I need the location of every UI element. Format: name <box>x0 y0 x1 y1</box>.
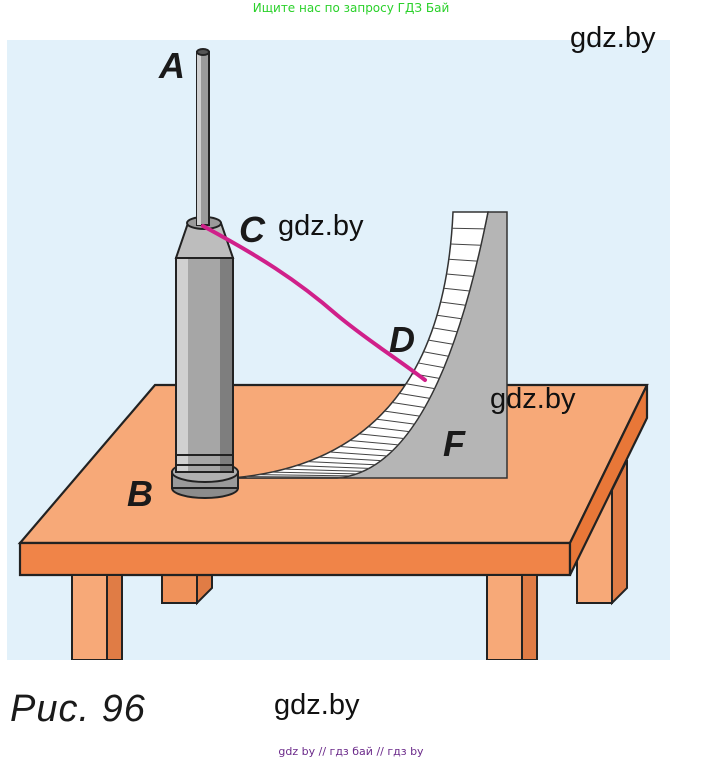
scale-tick <box>319 456 382 462</box>
string-cd <box>201 224 427 382</box>
scale-tick <box>423 351 449 357</box>
footer-links[interactable]: gdz by // гдз бай // гдз by <box>278 745 424 758</box>
label-f: F <box>443 423 466 464</box>
watermark-d: gdz.by <box>490 383 576 415</box>
scale-tick <box>271 471 357 475</box>
watermark-c: gdz.by <box>278 210 364 242</box>
scale-tick <box>436 314 462 320</box>
label-c: C <box>239 209 266 250</box>
scale-tick <box>399 392 430 399</box>
scale-tick <box>368 426 410 433</box>
scale-tick <box>418 362 445 369</box>
scale-tick <box>450 243 482 246</box>
scale-tick <box>349 439 399 446</box>
scale-board-f <box>231 211 508 479</box>
scale-tick <box>432 327 458 333</box>
scale-tick <box>284 468 363 472</box>
scale-tick <box>406 383 435 390</box>
scale-tick <box>308 461 376 466</box>
scale-tick <box>428 339 454 345</box>
scale-tick <box>443 287 470 292</box>
scale-tick <box>446 273 474 277</box>
illustration: A C D F B <box>7 40 670 660</box>
watermark-top: gdz.by <box>570 22 656 54</box>
label-b: B <box>127 473 153 514</box>
scale-tick <box>440 301 466 306</box>
table-back-legs <box>161 459 628 606</box>
label-d: D <box>389 319 415 360</box>
watermark-bottom: gdz.by <box>274 689 360 721</box>
scale-tick <box>448 258 478 262</box>
stand <box>171 48 239 499</box>
scale-tick <box>259 474 351 477</box>
scale-tick <box>245 476 344 478</box>
scale-tick <box>452 227 485 230</box>
scale-tick <box>329 451 387 457</box>
scale-tick <box>384 410 420 417</box>
scale-tick <box>359 433 404 440</box>
label-a: A <box>158 45 185 86</box>
table-front-legs <box>71 574 538 660</box>
scale-tick <box>376 418 415 425</box>
scale-tick <box>340 446 393 452</box>
scale-tick <box>296 465 369 469</box>
figure-caption: Рис. 96 <box>10 688 146 730</box>
scale-tick <box>392 402 425 408</box>
top-search-hint[interactable]: Ищите нас по запросу ГДЗ Бай <box>252 1 450 15</box>
